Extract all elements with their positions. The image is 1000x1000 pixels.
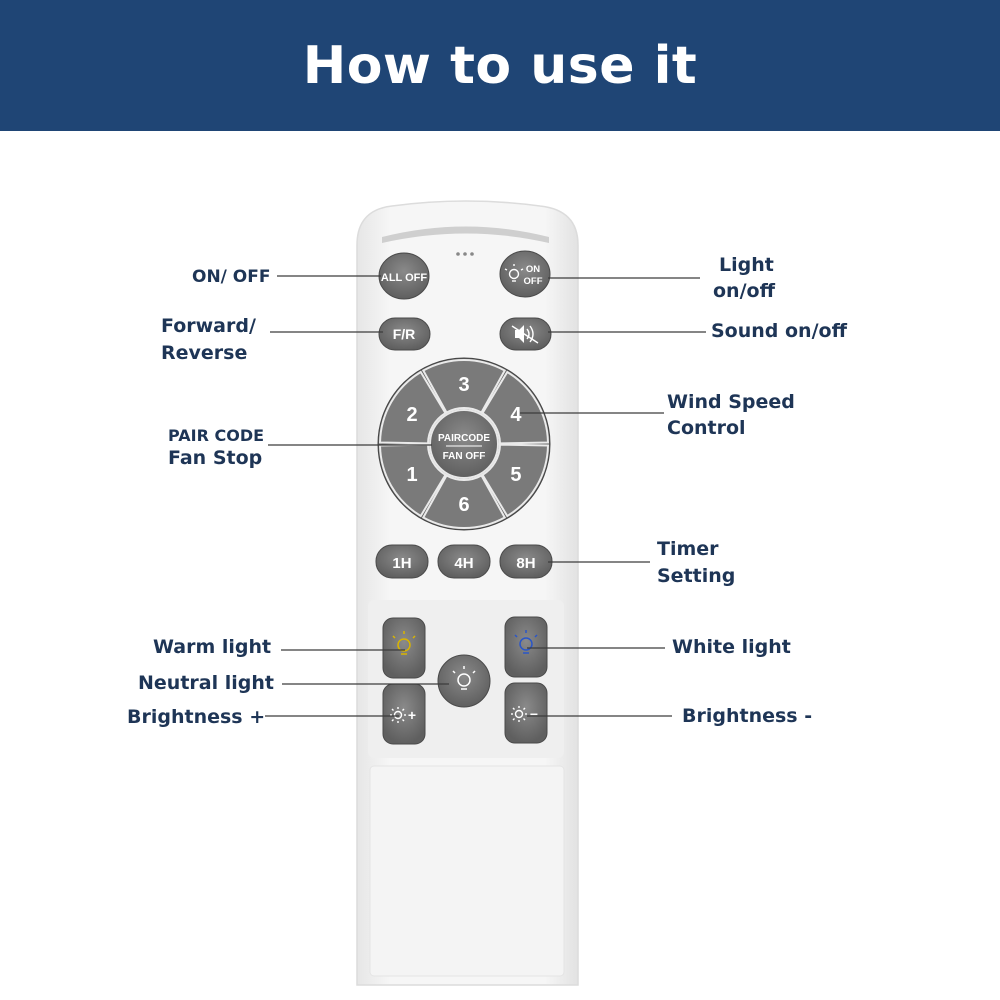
header-banner: How to use it [0,0,1000,131]
label-warm-light: Warm light [153,636,272,658]
warm-bulb-icon [392,631,416,655]
indicator-dot [470,252,474,256]
label-wind-control: Control [667,417,746,439]
speed-6-label: 6 [458,494,469,516]
svg-text:ALL OFF: ALL OFF [381,272,428,284]
neutral-light-button[interactable] [437,654,491,708]
bulb-icon [504,264,524,282]
indicator-dot [463,252,467,256]
svg-text:F/R: F/R [393,326,416,342]
speed-2-label: 2 [406,404,417,426]
label-fan-stop: Fan Stop [168,447,263,469]
label-brightness-minus: Brightness - [682,705,813,727]
speed-5-button[interactable] [481,443,550,518]
label-forward: Forward/ [161,315,256,337]
label-pair-code: PAIR CODE [168,426,265,445]
svg-text:FAN OFF: FAN OFF [443,451,486,462]
page-title: How to use it [302,35,698,96]
remote-top-strip [382,226,549,243]
speed-2-button[interactable] [378,370,447,445]
speaker-mute-icon [511,325,539,344]
svg-text:OFF: OFF [524,276,543,287]
label-wind-speed: Wind Speed [667,391,795,413]
battery-panel [369,765,565,977]
label-white-light: White light [672,636,791,658]
white-bulb-icon [514,630,538,654]
light-toggle-button[interactable]: ON OFF [499,250,551,298]
svg-text:8H: 8H [516,555,535,572]
label-timer-setting: Setting [657,565,736,587]
pair-code-fan-off-button[interactable]: PAIRCODE FAN OFF [429,409,499,479]
callout-lines [265,275,706,717]
svg-text:+: + [408,707,416,723]
indicator-dot [456,252,460,256]
speed-5-label: 5 [510,464,521,486]
warm-light-button[interactable] [382,617,426,679]
speed-1-label: 1 [406,464,417,486]
speed-4-button[interactable] [481,370,550,445]
all-off-button[interactable]: ALL OFF [378,252,430,300]
label-on-off: ON/ OFF [192,267,271,287]
brightness-plus-button[interactable]: + [382,683,426,745]
brightness-icon [390,707,406,723]
brightness-minus-button[interactable]: − [504,682,548,744]
speed-3-label: 3 [458,374,469,396]
timer-4h-button[interactable]: 4H [437,544,491,579]
timer-1h-button[interactable]: 1H [375,544,429,579]
fr-button[interactable]: F/R [378,317,431,351]
timer-8h-button[interactable]: 8H [499,544,553,579]
sound-button[interactable] [499,317,552,351]
svg-text:−: − [530,706,538,722]
label-timer: Timer [657,538,719,560]
label-brightness-plus: Brightness + [127,706,266,728]
neutral-bulb-icon [452,666,476,690]
label-reverse: Reverse [161,342,248,364]
svg-text:PAIRCODE: PAIRCODE [438,433,490,444]
white-light-button[interactable] [504,616,548,678]
svg-text:ON: ON [526,264,540,275]
speed-6-button[interactable] [421,474,507,529]
label-sound: Sound on/off [711,320,847,342]
brightness-icon [511,706,527,722]
speed-3-button[interactable] [421,359,507,414]
speed-4-label: 4 [510,404,522,426]
svg-text:4H: 4H [454,555,473,572]
label-light-line2: on/off [713,280,775,302]
label-neutral-light: Neutral light [138,672,274,694]
label-light-line1: Light [719,254,774,276]
svg-text:1H: 1H [392,555,411,572]
